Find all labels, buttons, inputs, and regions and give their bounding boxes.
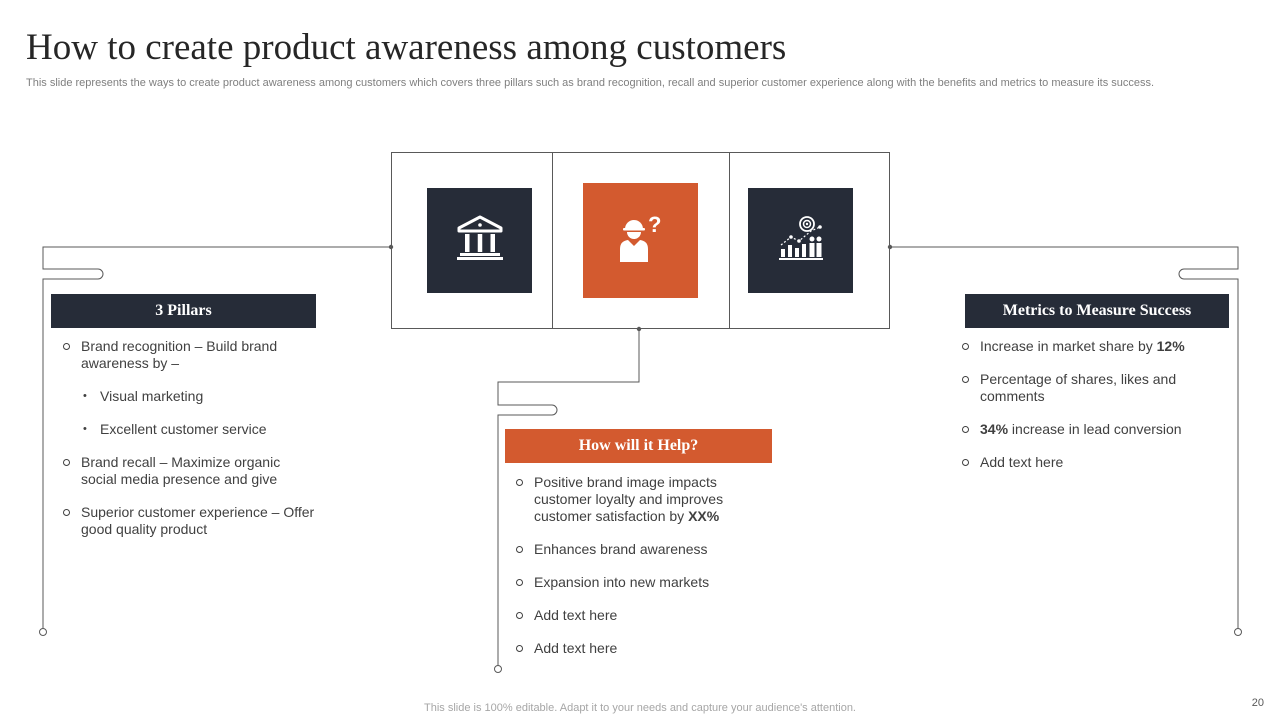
growth-chart-icon (777, 215, 825, 266)
list-item: Enhances brand awareness (514, 541, 764, 558)
icon-cell-right (730, 153, 889, 328)
metric-value: 12% (1156, 338, 1185, 354)
list-item: Positive brand image impacts customer lo… (514, 474, 764, 525)
icon-box-left (427, 188, 532, 293)
help-header: How will it Help? (505, 429, 772, 463)
icon-box-center: ? (583, 183, 698, 298)
pillars-header: 3 Pillars (51, 294, 316, 328)
list-item: 34% increase in lead conversion (960, 421, 1210, 438)
list-item: Add text here (514, 607, 764, 624)
icon-row: ? (391, 152, 890, 329)
metrics-header: Metrics to Measure Success (965, 294, 1229, 328)
list-item: Add text here (960, 454, 1210, 471)
help-text: Positive brand image impacts customer lo… (534, 474, 724, 524)
sub-list-item: Visual marketing (81, 388, 316, 405)
icon-cell-center: ? (553, 153, 730, 328)
pillar-text: Brand recognition – Build brand awarenes… (81, 338, 278, 371)
list-item: Increase in market share by 12% (960, 338, 1210, 355)
icon-cell-left (392, 153, 553, 328)
sub-list-item: Excellent customer service (81, 421, 316, 438)
list-item: Brand recognition – Build brand awarenes… (61, 338, 316, 438)
help-list: Positive brand image impacts customer lo… (514, 474, 764, 673)
metrics-list: Increase in market share by 12% Percenta… (960, 338, 1210, 487)
slide-subtitle: This slide represents the ways to create… (26, 77, 1155, 89)
slide-title: How to create product awareness among cu… (26, 27, 787, 68)
icon-box-right (748, 188, 853, 293)
page-number: 20 (1251, 697, 1264, 709)
pillar-sub-list: Visual marketing Excellent customer serv… (81, 388, 316, 438)
list-item: Percentage of shares, likes and comments (960, 371, 1210, 405)
metric-text: increase in lead conversion (1008, 421, 1182, 437)
help-value: XX% (688, 508, 720, 524)
metric-value: 34% (980, 421, 1009, 437)
question-mark-glyph: ? (648, 213, 661, 237)
list-item: Brand recall – Maximize organic social m… (61, 454, 316, 488)
list-item: Superior customer experience – Offer goo… (61, 504, 316, 538)
metric-text: Increase in market share by (980, 338, 1157, 354)
list-item: Add text here (514, 640, 764, 657)
slide-footer: This slide is 100% editable. Adapt it to… (424, 702, 856, 714)
person-question-icon: ? (617, 212, 665, 268)
list-item: Expansion into new markets (514, 574, 764, 591)
bank-building-icon (456, 215, 504, 266)
pillars-list: Brand recognition – Build brand awarenes… (61, 338, 316, 554)
